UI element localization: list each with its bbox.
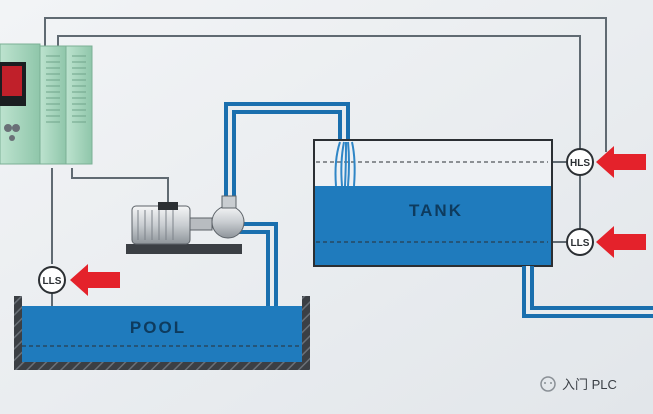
pool: POOL [14, 296, 310, 370]
hls-label: HLS [570, 158, 590, 169]
wechat-icon [540, 376, 556, 392]
hls-sensor: HLS [566, 148, 594, 176]
pool-wall-right [302, 296, 310, 370]
wire-motor [71, 168, 169, 205]
pool-floor [14, 362, 310, 370]
tank-lls-label: LLS [571, 238, 590, 249]
motor-body [131, 205, 191, 245]
arrow-icon [596, 226, 646, 258]
motor-shaft [189, 217, 213, 231]
arrow-icon [70, 264, 120, 296]
plc-display-screen [2, 66, 22, 96]
pump-outlet [221, 195, 237, 209]
discharge-pipe-inner [228, 106, 346, 200]
pool-lls-label: LLS [43, 276, 62, 287]
suction-pipe-inner [236, 226, 274, 314]
plc-button [9, 135, 15, 141]
pump-housing [211, 205, 245, 239]
tank-lls-sensor: LLS [566, 228, 594, 256]
pool-wall-left [14, 296, 22, 370]
motor-terminal-box [158, 202, 178, 210]
pool-label: POOL [130, 318, 186, 337]
plc-button [12, 124, 20, 132]
plc-button [4, 124, 12, 132]
watermark-text: 入门 PLC [562, 377, 617, 392]
tank-water [315, 186, 551, 265]
arrow-icon [596, 146, 646, 178]
signal-wires [44, 17, 607, 350]
pool-lls-sensor: LLS [38, 266, 66, 294]
plc-module-2 [65, 45, 93, 165]
pump-motor [126, 195, 245, 254]
plc-controller [0, 43, 93, 165]
pool-water [22, 306, 302, 362]
watermark: 入门 PLC [540, 376, 617, 392]
wire-hls [44, 17, 607, 152]
wire-tank-lls [57, 35, 581, 230]
motor-base [126, 244, 242, 254]
plc-module-1 [39, 45, 67, 165]
water-stream [334, 141, 356, 187]
tank-outlet-pipe-inner [526, 266, 653, 314]
tank: TANK [313, 139, 553, 267]
tank-label: TANK [409, 201, 463, 220]
